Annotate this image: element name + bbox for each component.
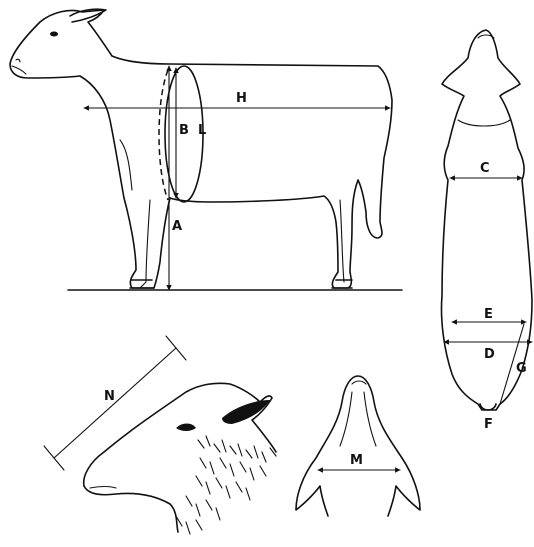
label-d: D <box>484 347 495 362</box>
sheep-top-view: C E D G F <box>441 30 532 432</box>
sheep-nostril <box>16 59 20 62</box>
sheep-front-leg-back <box>140 200 150 288</box>
label-f: F <box>484 417 493 432</box>
head-eye <box>176 424 196 432</box>
label-c: C <box>480 161 490 176</box>
sheep-head-top: M <box>296 376 420 516</box>
front-hoof <box>130 280 154 288</box>
head-profile-jaw <box>84 486 178 532</box>
measure-n-start-tick <box>44 446 64 470</box>
measure-n-end-tick <box>166 336 186 360</box>
head-top-outline <box>296 376 420 516</box>
sheep-eye <box>50 32 58 37</box>
label-e: E <box>484 307 493 322</box>
label-h: H <box>236 91 247 106</box>
measure-line-n <box>54 348 176 458</box>
label-l: L <box>198 123 206 138</box>
label-n: N <box>104 389 115 404</box>
head-ear <box>222 400 270 424</box>
head-mouth <box>90 487 116 489</box>
sheep-side-view: H L B A <box>10 9 402 290</box>
head-top-face-lines <box>340 392 376 446</box>
head-wool <box>176 436 276 534</box>
label-m: M <box>350 453 363 468</box>
girth-dashed-back <box>159 70 168 200</box>
top-view-tail <box>480 404 496 410</box>
label-b: B <box>179 123 189 138</box>
sheep-hind-leg-back <box>340 200 344 282</box>
label-g: G <box>516 361 527 376</box>
label-a: A <box>172 219 182 234</box>
sheep-head-profile: N <box>44 336 276 534</box>
sheep-body-outline <box>10 10 392 288</box>
top-view-shoulders <box>458 120 510 126</box>
head-top-nose <box>352 381 366 384</box>
